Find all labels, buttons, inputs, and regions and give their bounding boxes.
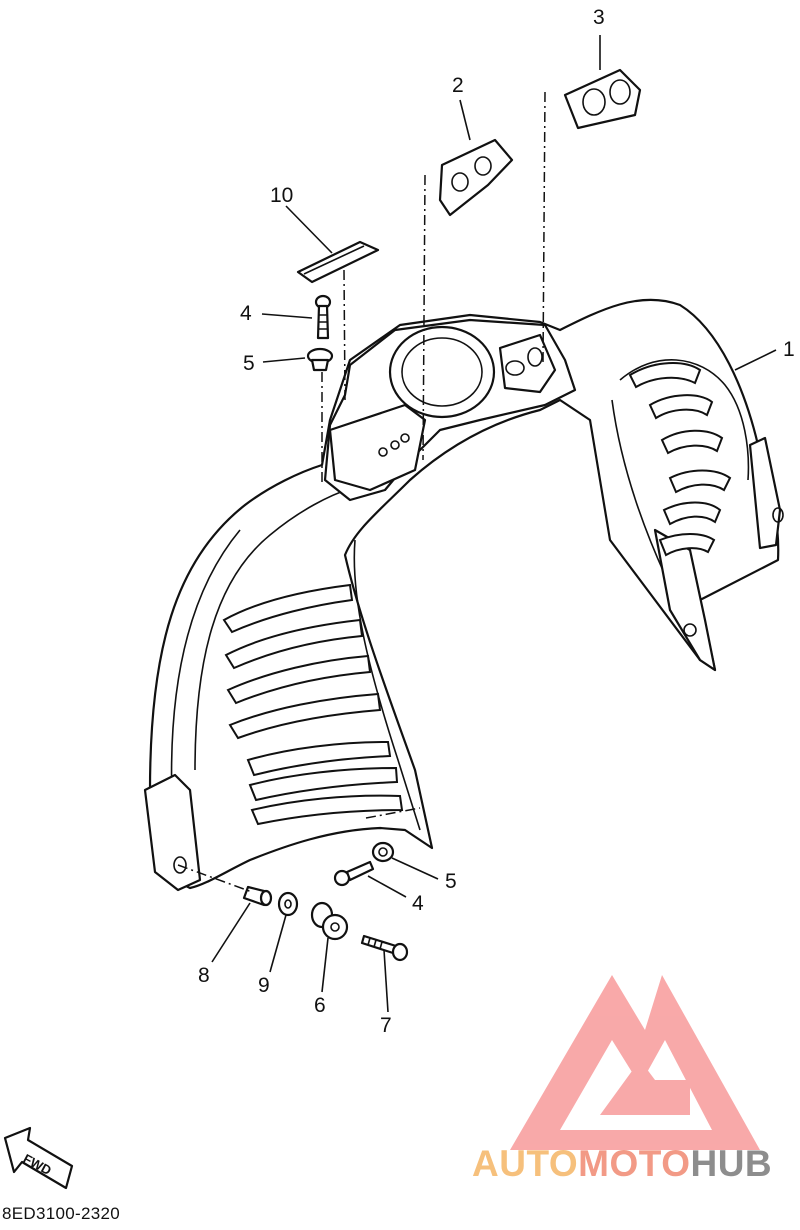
grommet-part-5-lower	[371, 841, 395, 863]
leader-lines	[211, 35, 777, 1013]
callout-4-upper: 4	[240, 302, 252, 325]
plate-part-3	[563, 68, 642, 130]
callout-2: 2	[452, 74, 464, 97]
damper-part-6	[310, 901, 349, 941]
callout-8: 8	[198, 964, 210, 987]
plate-part-2	[438, 138, 514, 217]
leg-shield-part	[143, 298, 784, 892]
callout-10: 10	[270, 184, 293, 207]
callout-6: 6	[314, 994, 326, 1017]
automotohub-logo-icon	[510, 975, 760, 1150]
fwd-arrow-icon: FWD	[3, 1126, 74, 1190]
assembly-lines	[177, 91, 546, 893]
callout-4-lower: 4	[412, 892, 424, 915]
collar-part-8	[242, 885, 273, 907]
diagram-code: 8ED3100-2320	[2, 1204, 120, 1223]
watermark-auto: AUTO	[472, 1143, 579, 1184]
callout-1: 1	[783, 338, 795, 361]
watermark-hub: HUB	[690, 1143, 773, 1184]
washer-part-9	[277, 891, 299, 917]
callout-5-lower: 5	[445, 870, 457, 893]
screw-part-4-lower	[333, 860, 375, 887]
callout-9: 9	[258, 974, 270, 997]
callout-5-upper: 5	[243, 352, 255, 375]
screw-part-4-upper	[314, 294, 332, 340]
grommet-part-5-upper	[306, 347, 334, 372]
callout-7: 7	[380, 1014, 392, 1037]
callouts: 1 2 3 4 5 10 5 4 8 9 6 7	[198, 6, 795, 1037]
seal-part-10	[296, 240, 380, 284]
watermark-moto: MOTO	[578, 1143, 691, 1184]
callout-3: 3	[593, 6, 605, 29]
automotohub-watermark: AUTOMOTOHUB	[472, 1143, 772, 1185]
meter-holder	[323, 318, 577, 502]
bolt-part-7	[360, 934, 409, 962]
